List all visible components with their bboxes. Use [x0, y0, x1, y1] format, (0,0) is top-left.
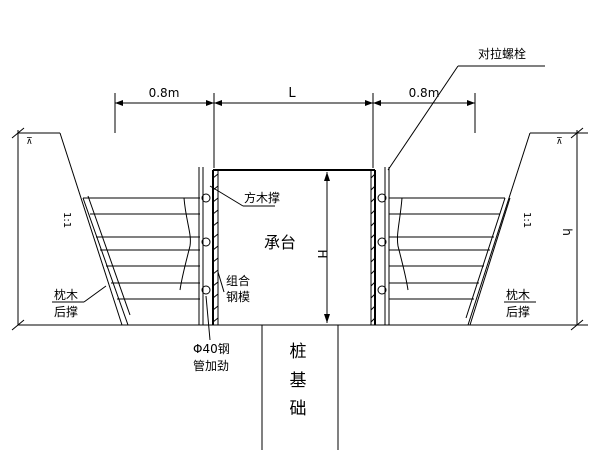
excavation-height-label: h: [560, 228, 574, 236]
left-formwork: [198, 167, 219, 325]
left-slope: [11, 127, 123, 331]
pile-foundation: [261, 325, 339, 450]
slope-left-label: 1:1: [61, 212, 72, 228]
steel-formwork-label-2: 钢模: [226, 290, 250, 304]
timber-brace-leader-diagonal: [209, 185, 244, 207]
pipe-stiffener-leader: [205, 295, 211, 341]
pillow-brace-left-label-2: 后撑: [54, 304, 78, 319]
pipe-stiffener-label-2: 管加劲: [193, 358, 229, 373]
slope-left-mark: ⊼: [26, 137, 33, 147]
pillow-brace-right-label-1: 枕木: [506, 287, 530, 302]
pillow-brace-left-leader: [83, 285, 107, 303]
pile-foundation-char-3: 础: [290, 399, 307, 419]
left-spacing-label: 0.8m: [149, 86, 180, 100]
pile-foundation-char-2: 基: [290, 371, 307, 391]
timber-brace-label: 方木撑: [244, 190, 280, 205]
tie-bolt-leader-diagonal: [387, 65, 459, 171]
slope-right-label: 1:1: [521, 212, 532, 228]
pillow-brace-right-label-2: 后撑: [506, 304, 530, 319]
top-dimension: [114, 93, 476, 168]
slope-right-mark: ⊼: [556, 137, 563, 147]
pile-cap-label: 承台: [264, 233, 296, 252]
pillow-brace-left-label-1: 枕木: [54, 287, 78, 302]
pile-foundation-char-1: 桩: [290, 342, 307, 362]
pipe-stiffener-label-1: Φ40钢: [193, 342, 230, 356]
tie-bolt-label: 对拉螺栓: [478, 46, 526, 61]
right-back-brace: [389, 197, 511, 326]
cap-height-dimension: [324, 172, 330, 323]
steel-formwork-leader: [217, 271, 225, 293]
left-back-brace: [82, 195, 200, 326]
steel-formwork-label-1: 组合: [226, 273, 250, 288]
right-spacing-label: 0.8m: [409, 86, 440, 100]
right-formwork: [370, 167, 390, 325]
cap-height-label: H: [315, 249, 329, 258]
center-span-label: L: [288, 86, 296, 101]
